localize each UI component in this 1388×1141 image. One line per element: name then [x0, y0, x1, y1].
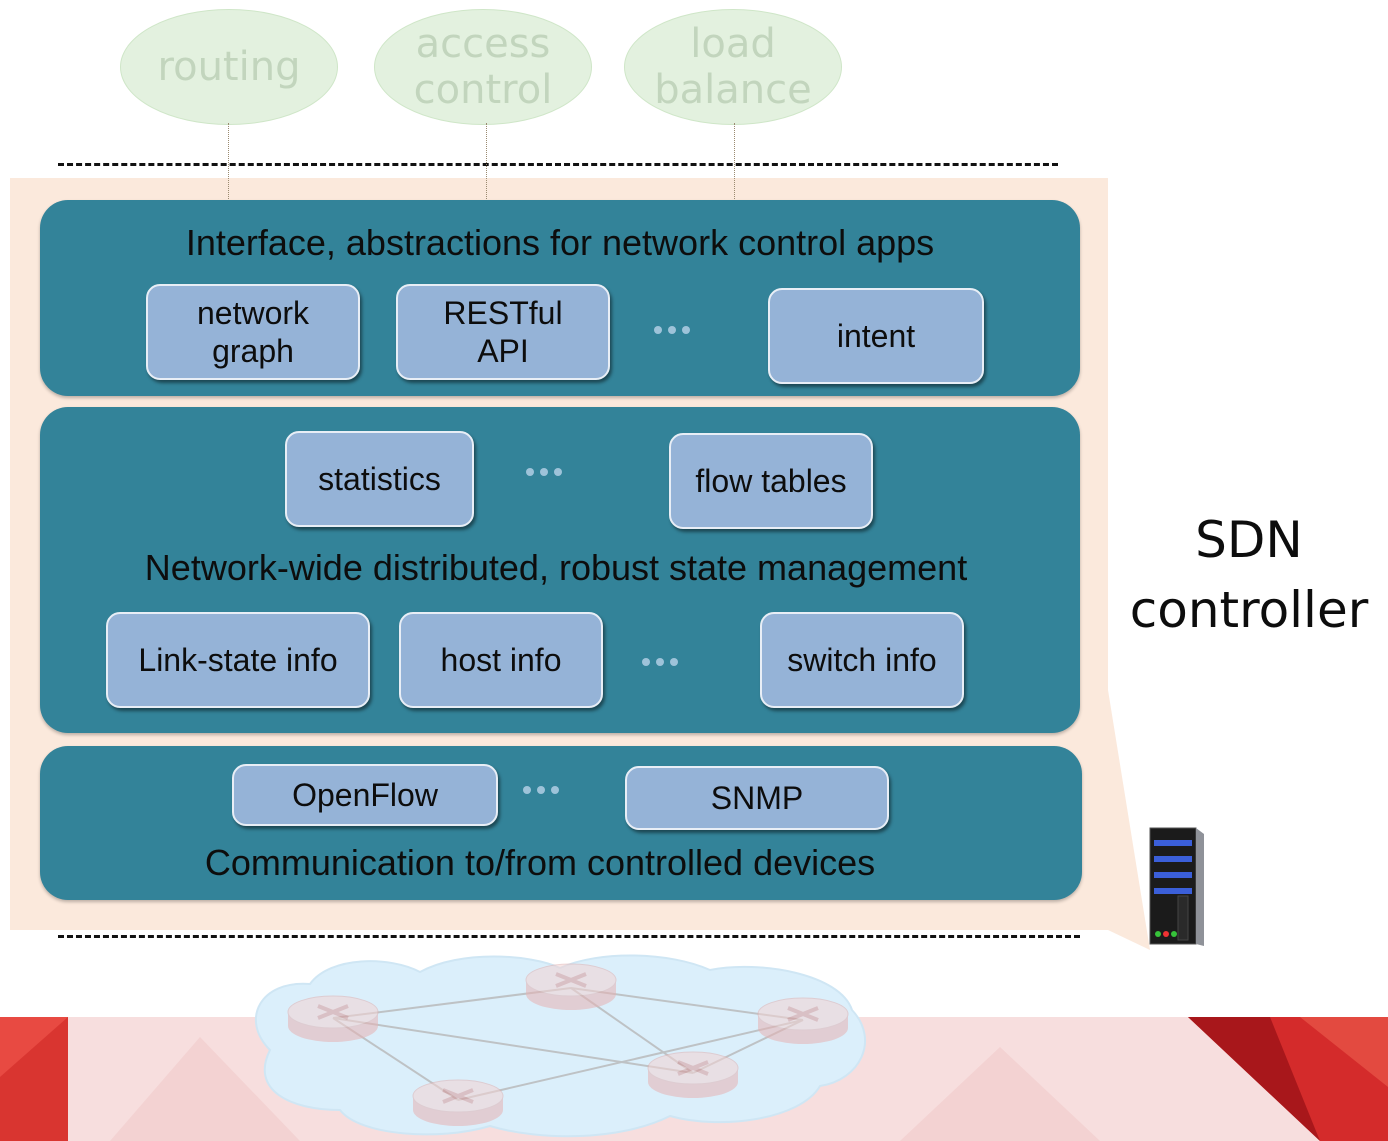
snmp-box: SNMP — [625, 766, 889, 830]
host-info-box: host info — [399, 612, 603, 708]
link-state-info-label: Link-state info — [138, 642, 338, 678]
network-cloud — [254, 954, 867, 1138]
sdn-label-line2: controller — [1129, 581, 1369, 639]
top-dashed-line — [58, 163, 1058, 166]
link-state-info-box: Link-state info — [106, 612, 370, 708]
southbound-layer: Communication to/from controlled devices — [40, 746, 1082, 900]
network-graph-line1: network — [196, 295, 310, 331]
flow-tables-label: flow tables — [695, 463, 847, 499]
router-icon — [525, 963, 617, 1010]
host-info-label: host info — [440, 642, 562, 678]
ellipsis-icon — [654, 326, 690, 334]
routing-app: routing — [120, 9, 338, 125]
openflow-box: OpenFlow — [232, 764, 498, 826]
restful-api-line1: RESTful — [443, 295, 563, 331]
network-graph-line2: graph — [212, 333, 294, 369]
server-icon — [1149, 827, 1204, 946]
load-balance-label-line2: balance — [654, 67, 812, 113]
ellipsis-icon — [523, 786, 559, 794]
restful-api-box: RESTful API — [396, 284, 610, 380]
northbound-title: Interface, abstractions for network cont… — [185, 222, 935, 263]
access-control-connector — [486, 123, 487, 201]
openflow-label: OpenFlow — [292, 777, 438, 813]
access-control-app: access control — [374, 9, 592, 125]
routing-app-label: routing — [157, 44, 301, 90]
access-control-label-line2: control — [413, 67, 553, 113]
sdn-label-line1: SDN — [1195, 511, 1303, 569]
load-balance-app: load balance — [624, 9, 842, 125]
intent-box: intent — [768, 288, 984, 384]
router-icon — [647, 1051, 739, 1098]
routing-connector — [228, 123, 229, 201]
router-icon — [287, 995, 379, 1042]
load-balance-label-line1: load — [690, 21, 776, 67]
switch-info-label: switch info — [787, 642, 937, 678]
state-management-title: Network-wide distributed, robust state m… — [144, 547, 968, 588]
statistics-label: statistics — [318, 461, 441, 497]
sdn-controller-label: SDN controller — [1110, 505, 1388, 645]
router-icon — [412, 1079, 504, 1126]
access-control-label-line1: access — [415, 21, 551, 67]
ellipsis-icon — [642, 658, 678, 666]
network-graph-box: network graph — [146, 284, 360, 380]
router-icon — [757, 997, 849, 1044]
load-balance-connector — [734, 123, 735, 201]
ellipsis-icon — [526, 468, 562, 476]
restful-api-line2: API — [477, 333, 529, 369]
switch-info-box: switch info — [760, 612, 964, 708]
snmp-label: SNMP — [710, 780, 804, 816]
bottom-dashed-line — [58, 935, 1080, 938]
intent-label: intent — [836, 318, 916, 354]
statistics-box: statistics — [285, 431, 474, 527]
flow-tables-box: flow tables — [669, 433, 873, 529]
southbound-title: Communication to/from controlled devices — [204, 842, 876, 883]
